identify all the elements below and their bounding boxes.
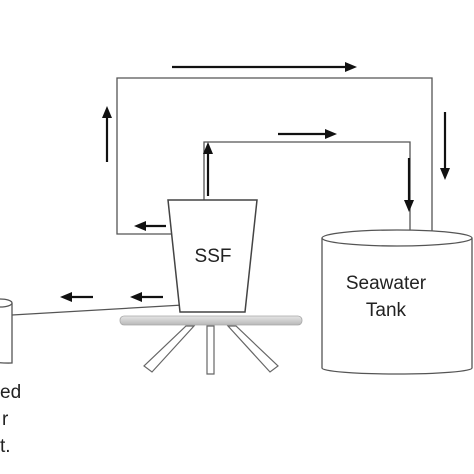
filter-stand-legs xyxy=(143,325,279,375)
collector-label-line1: ed xyxy=(0,382,21,403)
collector-container xyxy=(0,298,13,364)
outlet-left-arrow-icon-2 xyxy=(60,292,93,302)
right-down-arrow-icon xyxy=(440,112,450,180)
seawater-tank xyxy=(321,229,473,375)
return-loop-pipe xyxy=(116,77,433,238)
tank-label-line1: Seawater xyxy=(346,273,427,294)
ssf-label: SSF xyxy=(195,246,232,267)
collector-label-line2: r xyxy=(2,409,9,430)
filter-stand-plate xyxy=(119,315,303,326)
outlet-pipe xyxy=(11,304,184,316)
top-right-arrow-icon xyxy=(172,62,357,72)
left-up-arrow-icon xyxy=(102,106,112,162)
tank-label-line2: Tank xyxy=(366,300,407,321)
ssf-filter-vessel xyxy=(167,199,258,313)
outlet-left-arrow-icon-1 xyxy=(130,292,163,302)
inner-down-arrow-icon xyxy=(404,158,414,212)
inner-right-arrow-icon xyxy=(278,129,337,139)
inner-up-arrow-icon xyxy=(203,142,213,196)
return-left-arrow-icon xyxy=(134,221,166,231)
collector-label-line3: t. xyxy=(0,436,11,457)
